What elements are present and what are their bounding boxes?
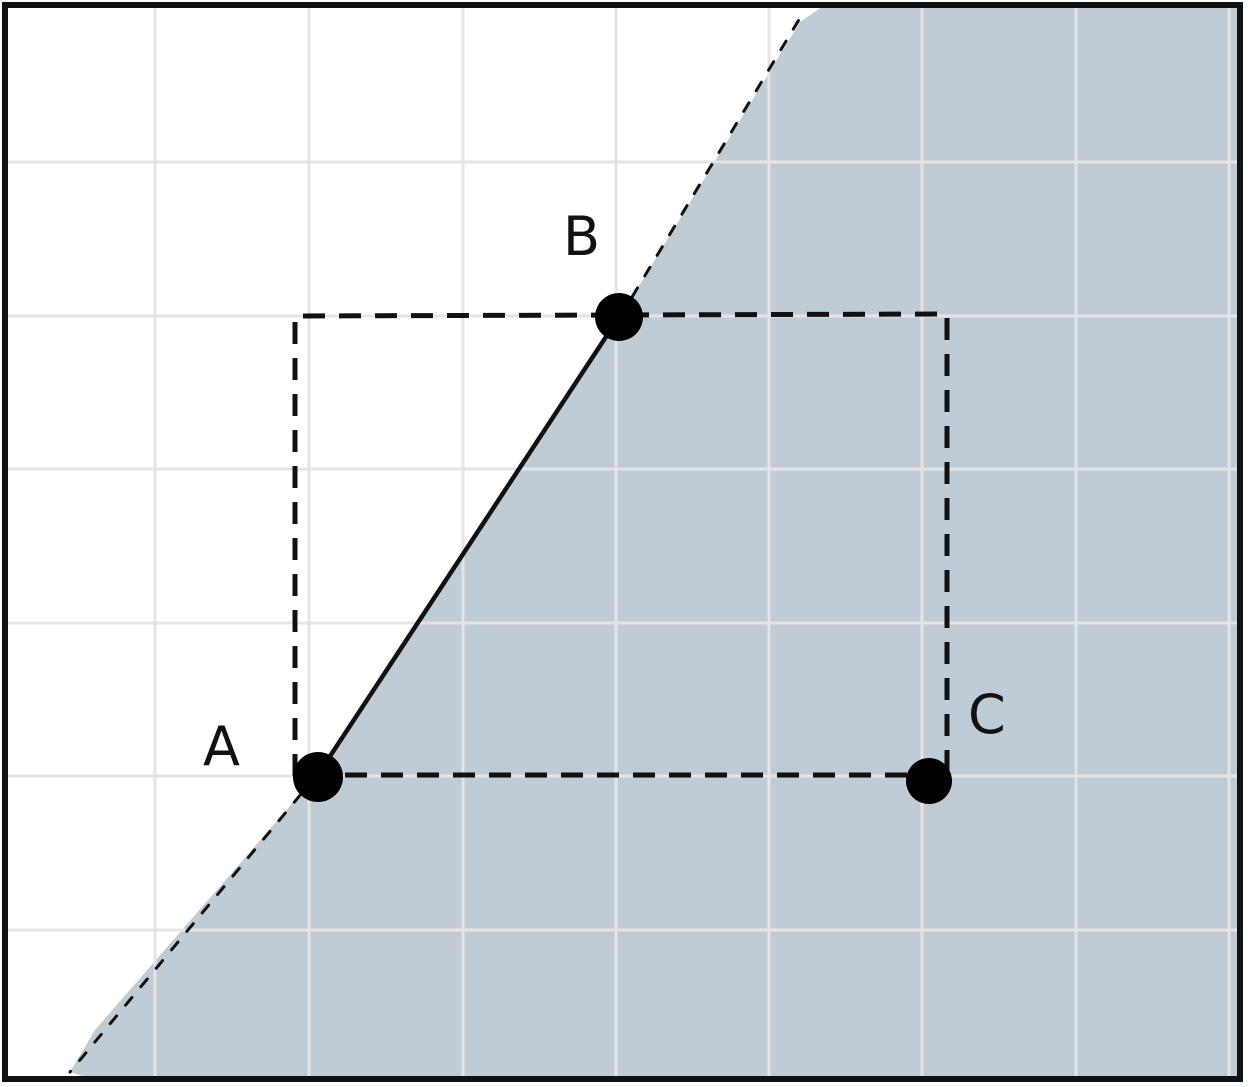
point-a [293, 752, 343, 802]
label-b: B [563, 205, 600, 268]
boundary-lower [68, 774, 318, 1074]
boundary-upper [618, 16, 802, 319]
point-b [595, 293, 643, 341]
label-c: C [968, 683, 1006, 746]
label-a: A [203, 715, 240, 778]
point-c [906, 758, 952, 804]
segment-ab [314, 314, 622, 779]
shaded-region [70, 8, 1240, 1080]
dashed-rectangle [292, 311, 950, 776]
grid [8, 8, 1240, 1080]
